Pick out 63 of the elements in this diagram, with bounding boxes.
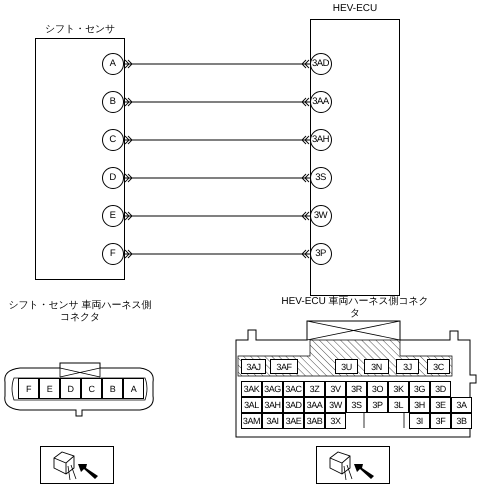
pin-label: D [60, 378, 81, 399]
pin-label: 3F [430, 413, 451, 429]
pin-circle: B [102, 90, 124, 112]
pin-label: F [18, 378, 39, 399]
pin-label: 3AI [262, 413, 283, 429]
pin-circle: 3W [310, 204, 332, 226]
pin-label: B [102, 378, 123, 399]
pin-circle: 3AA [310, 90, 332, 112]
pin-circle: E [102, 204, 124, 226]
pin-label: 3AJ [241, 359, 266, 374]
pin-label: 3K [388, 381, 409, 397]
wire-line [124, 98, 310, 106]
pin-label: 3U [335, 359, 358, 374]
pin-label: 3H [409, 397, 430, 413]
connector-caption: シフト・センサ 車両ハーネス側コネクタ [8, 300, 152, 324]
pin-label: 3AA [304, 397, 325, 413]
pin-label: 3AC [283, 381, 304, 397]
wire-line [124, 250, 310, 258]
pin-label: 3N [364, 359, 389, 374]
pin-label: 3AB [304, 413, 325, 429]
pin-circle: 3AH [310, 128, 332, 150]
pin-label: 3C [427, 359, 450, 374]
component-name: HEV-ECU [332, 3, 378, 14]
pin-label: 3J [396, 359, 419, 374]
pin-label: 3AM [241, 413, 262, 429]
pin-label: 3P [367, 397, 388, 413]
pin-circle: 3AD [310, 52, 332, 74]
pin-label: 3AH [262, 397, 283, 413]
pin-label: 3S [346, 397, 367, 413]
pin-label: 3AL [241, 397, 262, 413]
pin-label: 3O [367, 381, 388, 397]
pin-circle: A [102, 52, 124, 74]
wire-line [124, 174, 310, 182]
pin-circle: 3S [310, 166, 332, 188]
wire-line [124, 60, 310, 68]
pin-label: 3L [388, 397, 409, 413]
pin-circle: F [102, 242, 124, 264]
pin-label: 3I [409, 413, 430, 429]
pin-label: 3D [430, 381, 451, 397]
pin-circle: C [102, 128, 124, 150]
pin-label: 3Z [304, 381, 325, 397]
pin-label: 3G [409, 381, 430, 397]
pin-label: A [123, 378, 144, 399]
wire-line [124, 136, 310, 144]
wire-line [124, 212, 310, 220]
pin-label: 3AK [241, 381, 262, 397]
pin-label: C [81, 378, 102, 399]
pin-label: 3AF [270, 359, 298, 374]
pin-label: 3B [451, 413, 472, 429]
pin-label: 3A [451, 397, 472, 413]
pin-label: 3X [325, 413, 346, 429]
pin-label: 3E [430, 397, 451, 413]
component-name: シフト・センサ [44, 23, 116, 36]
pin-label: 3AG [262, 381, 283, 397]
pin-label: E [39, 378, 60, 399]
connector-caption: HEV-ECU 車両ハーネス側コネクタ [280, 296, 430, 320]
pin-circle: 3P [310, 242, 332, 264]
pin-label: 3R [346, 381, 367, 397]
pin-label: 3W [325, 397, 346, 413]
pin-label: 3AE [283, 413, 304, 429]
pin-label: 3V [325, 381, 346, 397]
pin-label: 3AD [283, 397, 304, 413]
pin-circle: D [102, 166, 124, 188]
